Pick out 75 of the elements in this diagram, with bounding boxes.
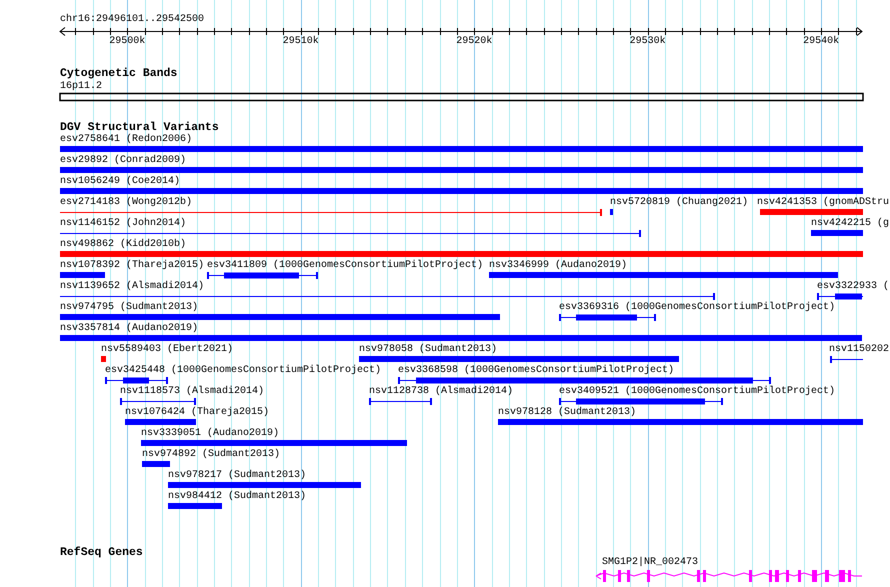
gene-feature — [596, 557, 863, 583]
variant-feature — [60, 302, 500, 321]
cytoband — [60, 81, 863, 101]
feature-label: esv3425448 (1000GenomesConsortiumPilotProject) — [105, 365, 382, 377]
variant-feature — [398, 365, 771, 384]
variant-feature — [60, 239, 863, 258]
variant-feature — [142, 449, 280, 468]
variant-feature — [60, 176, 863, 195]
variant-feature — [359, 344, 679, 363]
feature-label: esv2714183 (Wong2012b) — [60, 197, 192, 209]
variant-feature — [60, 281, 715, 300]
variant-feature — [168, 470, 361, 489]
feature-label: nsv1128738 (Alsmadi2014) — [369, 386, 514, 398]
feature-label: nsv974892 (Sudmant2013) — [142, 449, 280, 461]
variant-feature — [125, 407, 269, 426]
tick-label: 29540k — [803, 36, 840, 48]
track-title: Cytogenetic Bands — [60, 67, 178, 80]
gene-label: SMG1P2|NR_002473 — [602, 557, 698, 569]
track-title: RefSeq Genes — [60, 546, 143, 559]
track-title: DGV Structural Variants — [60, 121, 219, 134]
variant-feature — [60, 155, 863, 174]
tick-label: 29510k — [282, 36, 319, 48]
feature-label: esv3409521 (1000GenomesConsortiumPilotProject) — [559, 386, 836, 398]
variant-feature — [141, 428, 407, 447]
variant-feature — [207, 260, 483, 279]
feature-label: nsv1146152 (John2014) — [60, 218, 186, 230]
feature-label: esv3369316 (1000GenomesConsortiumPilotProject) — [559, 302, 836, 314]
variant-feature — [489, 260, 838, 279]
variant-feature — [757, 197, 889, 216]
variant-feature — [817, 281, 889, 300]
variant-feature — [168, 491, 306, 510]
tick-label: 29520k — [456, 36, 492, 48]
feature-label: nsv984412 (Sudmant2013) — [168, 491, 306, 503]
feature-label: nsv1150202 — [829, 344, 890, 356]
feature-label: nsv978217 (Sudmant2013) — [168, 470, 306, 482]
feature-label: nsv3346999 (Audano2019) — [489, 260, 628, 272]
feature-label: nsv978128 (Sudmant2013) — [498, 407, 636, 419]
variant-feature — [60, 197, 602, 216]
variant-feature — [811, 218, 889, 237]
variant-feature — [829, 344, 889, 363]
feature-label: nsv3357814 (Audano2019) — [60, 323, 198, 335]
feature-label: esv3322933 ( — [817, 281, 890, 293]
variant-feature — [120, 386, 264, 405]
feature-label: esv2758641 (Redon2006) — [60, 134, 192, 146]
feature-label: nsv5589403 (Ebert2021) — [101, 344, 234, 356]
feature-label: nsv1078392 (Thareja2015) — [60, 260, 204, 272]
variant-feature — [559, 302, 835, 321]
feature-label: esv29892 (Conrad2009) — [60, 155, 186, 167]
feature-label: nsv3339051 (Audano2019) — [141, 428, 280, 440]
variant-feature — [60, 134, 863, 153]
variant-feature — [60, 323, 862, 342]
tick-label: 29500k — [109, 36, 146, 48]
feature-label: nsv1076424 (Thareja2015) — [125, 407, 270, 419]
feature-label: nsv974795 (Sudmant2013) — [60, 302, 198, 314]
variant-feature — [559, 386, 835, 405]
feature-label: nsv498862 (Kidd2010b) — [60, 239, 186, 251]
tick-label: 29530k — [630, 36, 666, 48]
feature-label: esv3368598 (1000GenomesConsortiumPilotProject) — [398, 365, 674, 377]
variant-feature — [498, 407, 863, 426]
variant-feature — [369, 386, 513, 405]
band-label: 16p11.2 — [60, 81, 102, 93]
locus-label: chr16:29496101..29542500 — [60, 14, 204, 26]
feature-label: nsv4241353 (gnomADStru — [757, 197, 890, 209]
variant-feature — [101, 344, 233, 363]
variant-feature — [610, 197, 748, 216]
variant-feature — [60, 218, 641, 237]
feature-label: nsv978058 (Sudmant2013) — [359, 344, 498, 356]
variant-feature — [60, 260, 204, 279]
feature-label: nsv5720819 (Chuang2021) — [610, 197, 748, 209]
feature-label: esv3411809 (1000GenomesConsortiumPilotProject) — [207, 260, 484, 272]
feature-label: nsv1139652 (Alsmadi2014) — [60, 281, 204, 293]
feature-label: nsv1118573 (Alsmadi2014) — [120, 386, 264, 398]
feature-label: nsv1056249 (Coe2014) — [60, 176, 180, 188]
feature-label: nsv4242215 (g — [811, 218, 890, 230]
variant-feature — [105, 365, 381, 384]
